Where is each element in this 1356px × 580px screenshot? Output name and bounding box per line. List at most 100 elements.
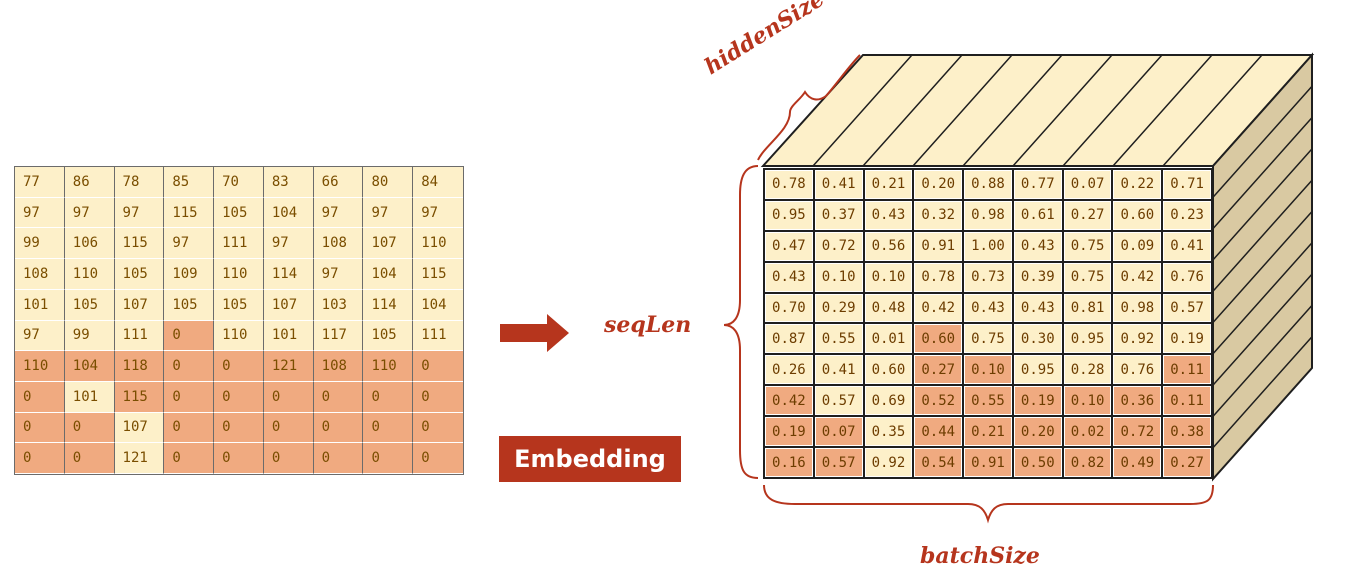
token-cell: 109	[164, 259, 215, 290]
token-cell: 115	[114, 228, 165, 260]
token-cell: 0	[164, 320, 215, 352]
top-depth-line	[962, 54, 1063, 167]
embedding-cell: 0.36	[1113, 386, 1162, 416]
token-cell: 106	[64, 228, 115, 260]
embedding-cell: 0.27	[1063, 200, 1112, 230]
token-cell: 0	[64, 443, 115, 474]
embedding-cell: 0.82	[1063, 448, 1112, 477]
embedding-cell: 0.78	[765, 170, 813, 199]
embedding-cell: 0.07	[814, 417, 863, 447]
embedding-cell: 0.29	[814, 293, 863, 323]
embedding-cell: 0.60	[1113, 200, 1162, 230]
embedding-cell: 0.57	[1163, 293, 1211, 323]
token-cell: 97	[114, 197, 165, 229]
token-cell: 0	[214, 351, 264, 382]
token-cell: 0	[413, 351, 463, 382]
embedding-cell: 0.91	[914, 231, 963, 261]
embedding-cell: 0.54	[914, 448, 963, 477]
token-cell: 101	[15, 289, 65, 321]
token-cell: 108	[313, 351, 364, 382]
token-cell: 0	[313, 381, 364, 413]
token-cell: 0	[263, 381, 314, 413]
token-cell: 103	[313, 289, 364, 321]
token-cell: 0	[64, 412, 115, 444]
token-cell: 0	[214, 412, 264, 444]
token-cell: 114	[363, 289, 414, 321]
embedding-cell: 0.43	[964, 293, 1012, 323]
token-cell: 105	[214, 289, 264, 321]
embedding-cell: 0.95	[765, 200, 813, 230]
token-cell: 99	[64, 320, 115, 352]
token-cell: 0	[164, 351, 215, 382]
embedding-cell: 0.10	[1063, 386, 1112, 416]
embedding-cell: 0.21	[964, 417, 1012, 447]
embedding-cell: 0.19	[765, 417, 813, 447]
token-cell: 70	[214, 167, 264, 198]
token-cell: 0	[164, 381, 215, 413]
embedding-cell: 0.11	[1163, 355, 1211, 385]
top-depth-line	[912, 54, 1013, 167]
token-cell: 0	[363, 443, 414, 474]
embedding-cell: 0.42	[765, 386, 813, 416]
embedding-cell: 0.32	[914, 200, 963, 230]
token-cell: 97	[164, 228, 215, 260]
token-cell: 107	[363, 228, 414, 260]
embedding-cell: 0.27	[914, 355, 963, 385]
token-cell: 83	[263, 167, 314, 198]
token-cell: 121	[263, 351, 314, 382]
token-cell: 77	[15, 167, 65, 198]
cube-side-lines	[1212, 85, 1313, 449]
embedding-cell: 0.43	[1013, 293, 1062, 323]
embedding-cell: 0.95	[1013, 355, 1062, 385]
embedding-cell: 0.07	[1063, 170, 1112, 199]
embedding-label-box: Embedding	[499, 436, 681, 482]
embedding-cell: 0.22	[1113, 170, 1162, 199]
batch-size-label: batchSize	[920, 543, 1040, 569]
embedding-cell: 0.60	[914, 324, 963, 354]
embedding-cell: 1.00	[964, 231, 1012, 261]
seq-len-brace	[723, 165, 759, 479]
top-depth-line	[1112, 54, 1213, 167]
token-cell: 0	[313, 443, 364, 474]
token-cell: 111	[114, 320, 165, 352]
embedding-cell: 0.49	[1113, 448, 1162, 477]
embedding-cell: 0.38	[1163, 417, 1211, 447]
side-depth-line	[1212, 242, 1313, 355]
embedding-cell: 0.73	[964, 262, 1012, 292]
token-cell: 108	[15, 259, 65, 290]
token-cell: 0	[413, 381, 463, 413]
top-depth-line	[862, 54, 963, 167]
embedding-cell: 0.41	[1163, 231, 1211, 261]
token-cell: 105	[164, 289, 215, 321]
token-cell: 80	[363, 167, 414, 198]
embedding-cell: 0.72	[814, 231, 863, 261]
token-cell: 66	[313, 167, 364, 198]
token-cell: 118	[114, 351, 165, 382]
embedding-cell: 0.21	[864, 170, 913, 199]
embedding-cell: 0.43	[1013, 231, 1062, 261]
embedding-cell: 0.98	[964, 200, 1012, 230]
embedding-cell: 0.10	[814, 262, 863, 292]
token-cell: 114	[263, 259, 314, 290]
embedding-cell: 0.20	[1013, 417, 1062, 447]
token-cell: 0	[313, 412, 364, 444]
embedding-cell: 0.69	[864, 386, 913, 416]
embedding-cell: 0.09	[1113, 231, 1162, 261]
embedding-cell: 0.76	[1113, 355, 1162, 385]
token-cell: 0	[164, 412, 215, 444]
embedding-label: Embedding	[514, 445, 666, 473]
embedding-cell: 0.41	[814, 355, 863, 385]
embedding-cell: 0.28	[1063, 355, 1112, 385]
embedding-cell: 0.20	[914, 170, 963, 199]
side-depth-line	[1212, 85, 1313, 198]
token-cell: 0	[363, 412, 414, 444]
embedding-cell: 0.75	[1063, 262, 1112, 292]
embedding-cell: 0.57	[814, 386, 863, 416]
token-cell: 99	[15, 228, 65, 260]
token-cell: 111	[413, 320, 463, 352]
embedding-cell: 0.92	[864, 448, 913, 477]
token-cell: 0	[263, 443, 314, 474]
embedding-cell: 0.70	[765, 293, 813, 323]
embedding-cell: 0.55	[814, 324, 863, 354]
